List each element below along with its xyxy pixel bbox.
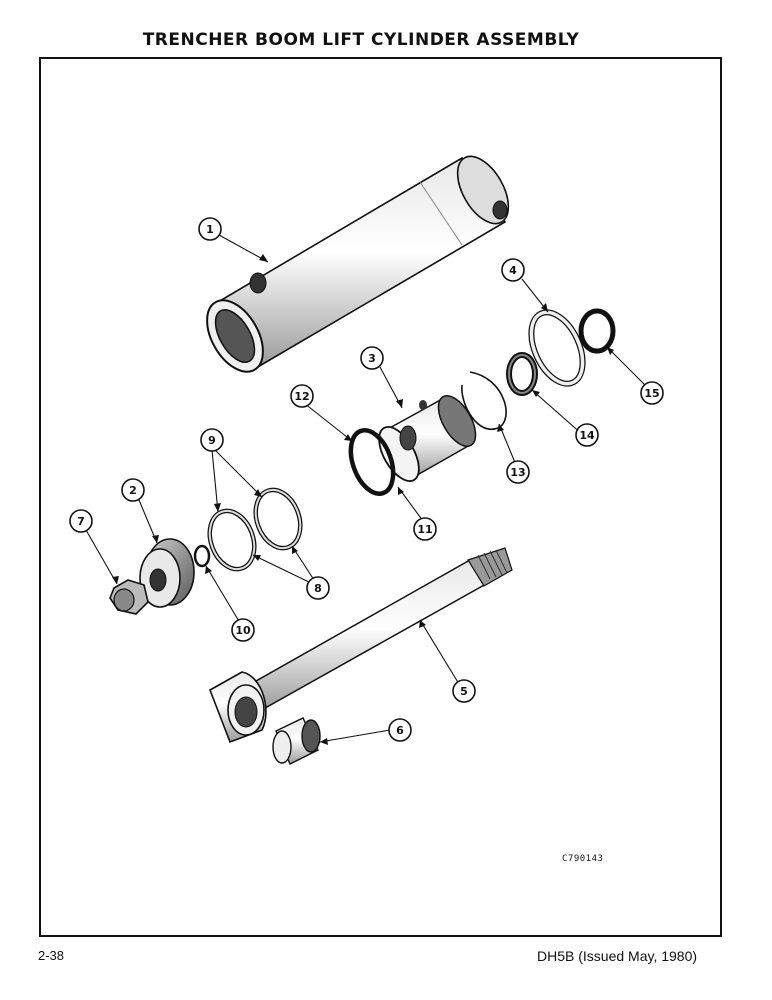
figure-code: C790143 <box>562 854 603 864</box>
callout-6: 6 <box>388 718 412 742</box>
callout-4: 4 <box>501 258 525 282</box>
callout-label: 5 <box>460 685 468 698</box>
leader-arrowheads <box>112 254 614 745</box>
callout-label: 6 <box>396 724 404 737</box>
callout-label: 1 <box>206 223 214 236</box>
callout-label: 13 <box>510 466 525 479</box>
callout-12: 12 <box>290 384 314 408</box>
callout-9: 9 <box>200 428 224 452</box>
callout-label: 2 <box>129 484 137 497</box>
backup-ring-12 <box>348 428 396 496</box>
callout-14: 14 <box>575 423 599 447</box>
piston-head <box>139 538 195 608</box>
callout-label: 14 <box>579 429 595 442</box>
page-title: TRENCHER BOOM LIFT CYLINDER ASSEMBLY <box>142 30 580 50</box>
leader-lines <box>85 234 648 743</box>
piston-ring-pair <box>207 487 303 572</box>
callout-8: 8 <box>306 576 330 600</box>
callout-10: 10 <box>231 618 255 642</box>
callout-label: 3 <box>368 352 376 365</box>
callout-label: 9 <box>208 434 216 447</box>
piston <box>378 395 477 482</box>
callout-7: 7 <box>69 509 93 533</box>
callout-label: 10 <box>235 624 251 637</box>
callout-label: 7 <box>77 515 85 528</box>
callout-label: 8 <box>314 582 322 595</box>
callout-15: 15 <box>640 381 664 405</box>
callout-1: 1 <box>198 217 222 241</box>
o-ring <box>193 544 211 568</box>
page-number: 2-38 <box>38 948 65 963</box>
callout-label: 15 <box>644 387 659 400</box>
callout-11: 11 <box>413 517 437 541</box>
cylinder-barrel <box>206 155 510 373</box>
callout-3: 3 <box>360 346 384 370</box>
callout-13: 13 <box>506 460 530 484</box>
lock-nut <box>109 579 149 615</box>
seal-ring-15 <box>578 308 616 354</box>
callout-5: 5 <box>452 679 476 703</box>
callout-label: 4 <box>509 264 517 277</box>
callout-2: 2 <box>121 478 145 502</box>
lock-ring <box>528 309 586 387</box>
bushing <box>272 717 321 765</box>
diagram-frame <box>39 57 722 937</box>
seal-14 <box>506 352 538 396</box>
piston-rod <box>209 547 513 744</box>
publication-info: DH5B (Issued May, 1980) <box>537 948 698 964</box>
callout-label: 11 <box>417 523 432 536</box>
callout-label: 12 <box>294 390 309 403</box>
